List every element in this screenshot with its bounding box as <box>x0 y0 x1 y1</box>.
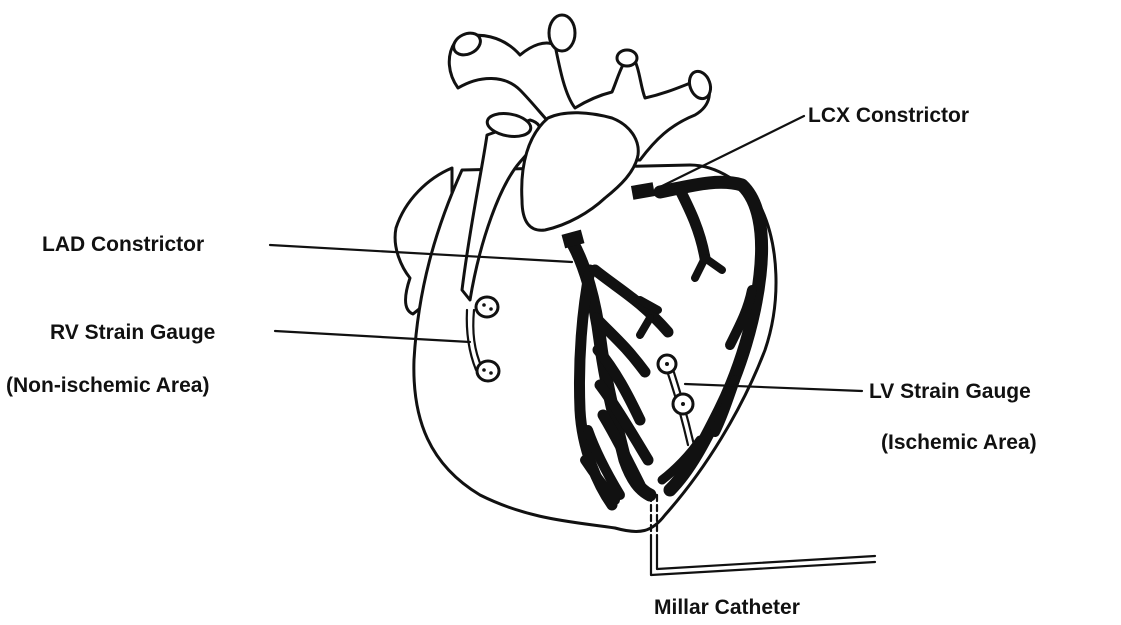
rv-area-label: (Non-ischemic Area) <box>6 374 209 397</box>
rv-strain-gauge-label: RV Strain Gauge <box>50 321 215 344</box>
lcx-constrictor-label: LCX Constrictor <box>808 104 969 127</box>
heart-illustration <box>395 15 875 575</box>
vessel-opening-2 <box>549 15 575 51</box>
lad-constrictor-label: LAD Constrictor <box>42 233 204 256</box>
lv-area-label: (Ischemic Area) <box>881 431 1037 454</box>
lv-strain-gauge-label: LV Strain Gauge <box>869 380 1031 403</box>
vessel-opening-3 <box>617 50 637 66</box>
millar-catheter-device <box>651 495 875 575</box>
millar-catheter-label: Millar Catheter <box>654 596 800 619</box>
